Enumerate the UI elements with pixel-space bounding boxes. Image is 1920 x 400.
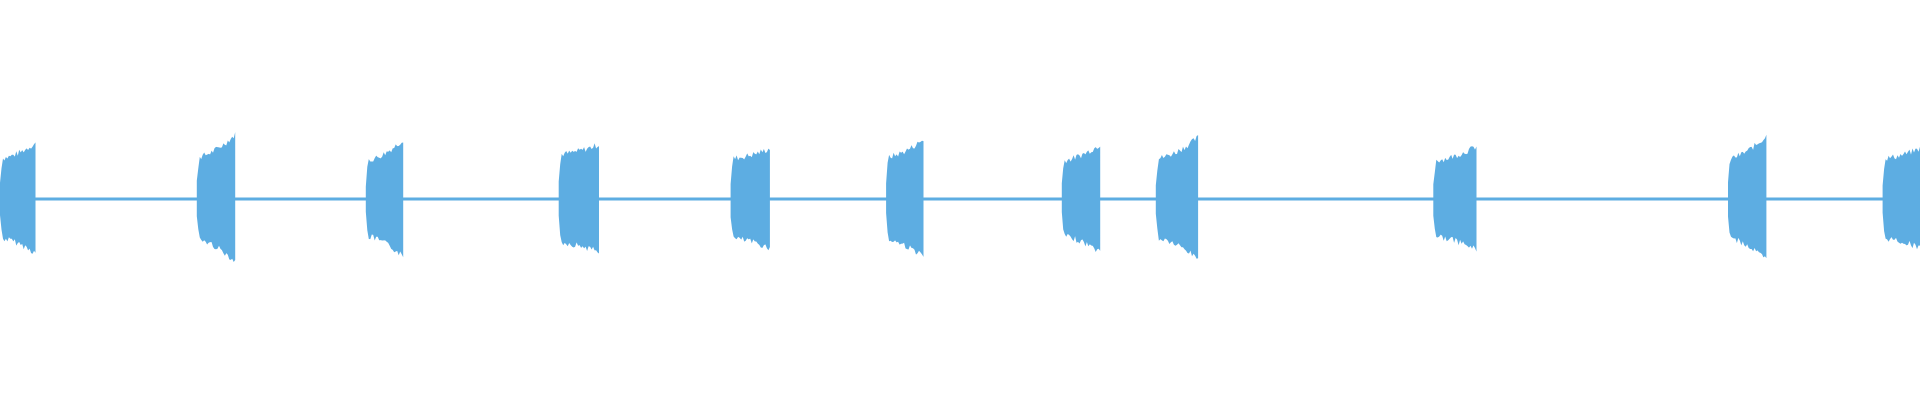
waveform-burst-7 [1061,146,1101,252]
waveform-baseline [0,197,1920,201]
waveform-bursts [0,132,1920,262]
waveform-burst-1 [0,142,36,254]
waveform-burst-8 [1155,135,1199,259]
waveform-burst-11 [1882,146,1920,250]
waveform-burst-5 [730,148,770,251]
waveform-burst-3 [365,142,404,258]
waveform-burst-10 [1728,134,1767,259]
waveform-baseline-line [0,197,1920,201]
waveform-burst-9 [1433,146,1477,252]
waveform-burst-2 [196,132,236,262]
waveform-burst-4 [558,143,599,254]
waveform-burst-6 [886,140,924,257]
